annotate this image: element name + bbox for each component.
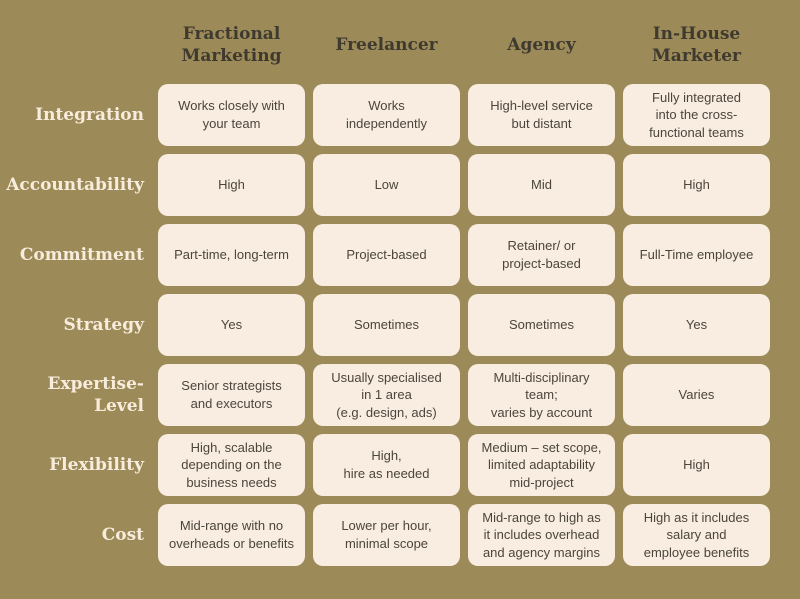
table-cell: Senior strategists and executors: [158, 364, 305, 426]
table-cell: Part-time, long-term: [158, 224, 305, 286]
table-cell: High, hire as needed: [313, 434, 460, 496]
table-cell: Project-based: [313, 224, 460, 286]
row-header-strategy: Strategy: [63, 314, 144, 335]
table-cell: Works closely with your team: [158, 84, 305, 146]
corner-spacer: [8, 14, 150, 76]
table-cell: Multi-disciplinary team; varies by accou…: [468, 364, 615, 426]
table-cell: High: [623, 434, 770, 496]
table-cell: Retainer/ or project-based: [468, 224, 615, 286]
table-cell: Fully integrated into the cross- functio…: [623, 84, 770, 146]
table-cell: Mid-range to high as it includes overhea…: [468, 504, 615, 566]
table-cell: Varies: [623, 364, 770, 426]
table-cell: Lower per hour, minimal scope: [313, 504, 460, 566]
row-header-accountability: Accountability: [6, 174, 144, 195]
table-cell: Yes: [623, 294, 770, 356]
table-cell: Mid-range with no overheads or benefits: [158, 504, 305, 566]
table-cell: Sometimes: [468, 294, 615, 356]
table-cell: High: [158, 154, 305, 216]
column-header-freelancer: Freelancer: [335, 34, 438, 55]
table-cell: Usually specialised in 1 area (e.g. desi…: [313, 364, 460, 426]
column-header-in-house-marketer: In-House Marketer: [651, 23, 741, 66]
column-header-fractional-marketing: Fractional Marketing: [181, 23, 282, 66]
table-cell: High as it includes salary and employee …: [623, 504, 770, 566]
table-cell: Sometimes: [313, 294, 460, 356]
row-header-cost: Cost: [101, 524, 144, 545]
table-cell: Yes: [158, 294, 305, 356]
table-cell: Medium – set scope, limited adaptability…: [468, 434, 615, 496]
table-cell: Works independently: [313, 84, 460, 146]
column-header-agency: Agency: [507, 34, 576, 55]
comparison-table: Fractional Marketing Freelancer Agency I…: [6, 14, 770, 566]
table-cell: High: [623, 154, 770, 216]
row-header-commitment: Commitment: [19, 244, 144, 265]
row-header-integration: Integration: [35, 104, 144, 125]
table-cell: High-level service but distant: [468, 84, 615, 146]
table-cell: Full-Time employee: [623, 224, 770, 286]
table-cell: High, scalable depending on the business…: [158, 434, 305, 496]
table-cell: Mid: [468, 154, 615, 216]
row-header-flexibility: Flexibility: [49, 454, 144, 475]
row-header-expertise-level: Expertise- Level: [47, 373, 144, 416]
table-cell: Low: [313, 154, 460, 216]
